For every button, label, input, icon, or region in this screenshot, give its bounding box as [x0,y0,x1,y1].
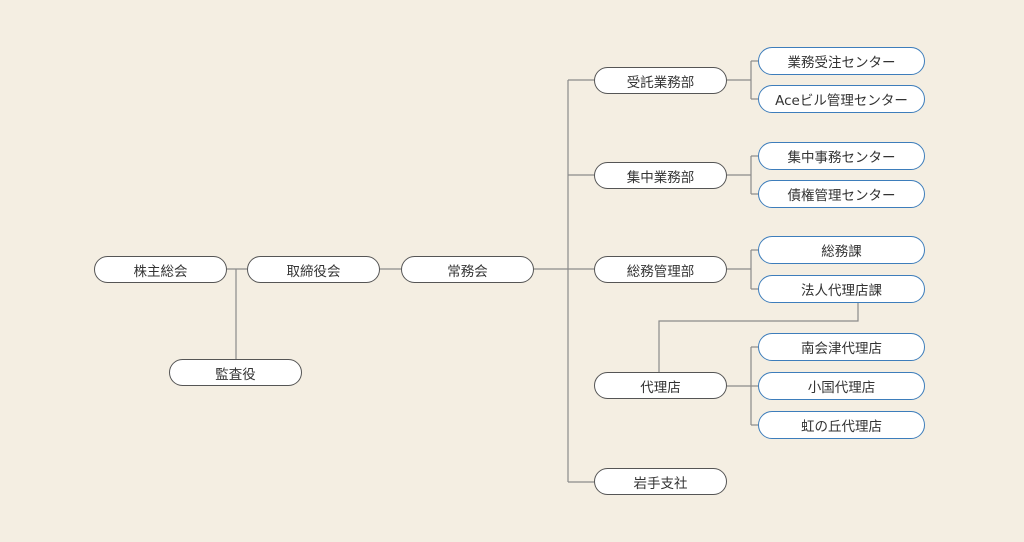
node-central-dept: 集中業務部 [594,162,727,189]
node-auditor: 監査役 [169,359,302,386]
node-trust-dept: 受託業務部 [594,67,727,94]
node-minami-aizu: 南会津代理店 [758,333,925,361]
node-corporate-agency: 法人代理店課 [758,275,925,303]
node-shareholders: 株主総会 [94,256,227,283]
node-board: 取締役会 [247,256,380,283]
node-central-center: 集中事務センター [758,142,925,170]
connector-corporate-to-agencies [658,303,859,372]
node-admin-dept: 総務管理部 [594,256,727,283]
node-trust-center: 業務受注センター [758,47,925,75]
node-nijinooka: 虹の丘代理店 [758,411,925,439]
node-ace-center: Aceビル管理センター [758,85,925,113]
node-executive: 常務会 [401,256,534,283]
node-iwate-branch: 岩手支社 [594,468,727,495]
node-general-affairs: 総務課 [758,236,925,264]
node-oguni: 小国代理店 [758,372,925,400]
node-agencies: 代理店 [594,372,727,399]
node-debt-center: 債権管理センター [758,180,925,208]
